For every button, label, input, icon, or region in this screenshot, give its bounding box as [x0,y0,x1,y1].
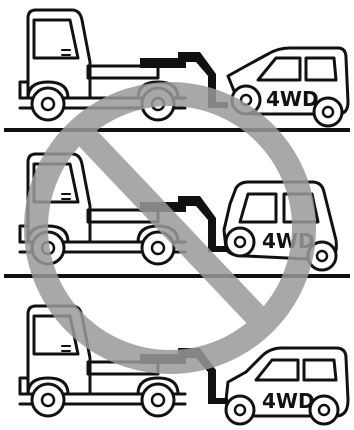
prohibition-sign-icon [36,94,304,362]
towed-4wd-car: 4WD [224,182,336,270]
towed-4wd-car: 4WD [226,348,348,424]
car-label-4wd: 4WD [262,389,315,413]
car-label-4wd: 4WD [266,87,319,111]
scene-1: 4WD [4,10,350,130]
